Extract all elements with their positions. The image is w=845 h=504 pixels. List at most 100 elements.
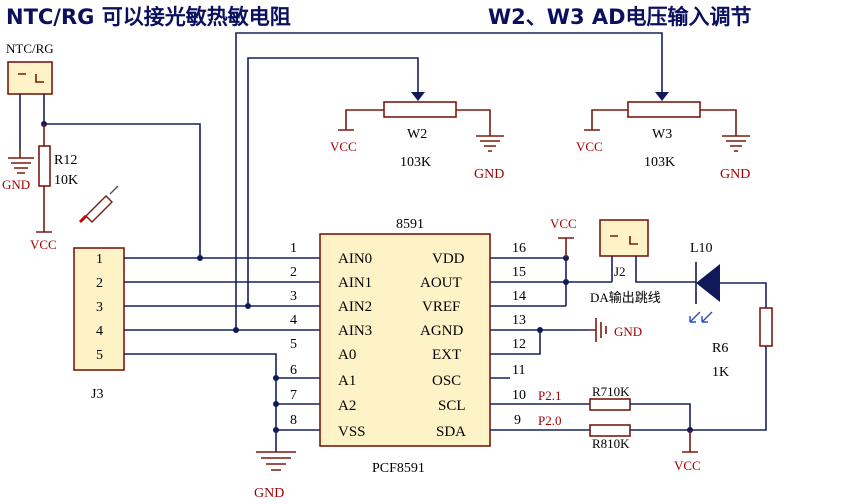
pin-name-ain3: AIN3 bbox=[338, 323, 372, 339]
led-name: L10 bbox=[690, 241, 713, 256]
p21-label: P2.1 bbox=[538, 388, 561, 403]
wire-w3-to-ain3 bbox=[235, 32, 663, 330]
ntc-ground-symbol bbox=[8, 150, 34, 174]
pin-name-scl: SCL bbox=[438, 398, 466, 414]
pin-num-15: 15 bbox=[512, 265, 526, 280]
w3-vcc-lead bbox=[584, 109, 628, 131]
wire-j2 bbox=[611, 256, 696, 283]
pin-name-vref: VREF bbox=[422, 299, 460, 315]
pin-name-aout: AOUT bbox=[420, 275, 462, 291]
r6-name: R6 bbox=[712, 341, 728, 356]
pullup-vcc-lead bbox=[682, 430, 698, 453]
chip-name: PCF8591 bbox=[372, 461, 425, 476]
da-jumper-label: DA输出跳线 bbox=[590, 290, 661, 305]
r6-resistor bbox=[759, 307, 773, 347]
pin-num-2: 2 bbox=[290, 265, 297, 280]
pin-name-osc: OSC bbox=[432, 373, 461, 389]
w2-gnd-label: GND bbox=[474, 167, 504, 182]
r12-resistor bbox=[38, 145, 51, 187]
pin-name-a1: A1 bbox=[338, 373, 356, 389]
pin-num-1: 1 bbox=[290, 241, 297, 256]
pin-num-7: 7 bbox=[290, 388, 297, 403]
w3-value: 103K bbox=[644, 155, 675, 170]
led-light-arrows-icon bbox=[689, 311, 713, 323]
j2-pins bbox=[610, 235, 638, 245]
w3-potentiometer bbox=[627, 101, 701, 118]
led-diode bbox=[696, 264, 720, 302]
pin-num-3: 3 bbox=[290, 289, 297, 304]
probe-icon bbox=[78, 185, 119, 224]
agnd-label: GND bbox=[614, 324, 642, 339]
pin-name-ain2: AIN2 bbox=[338, 299, 372, 315]
ntc-connector-label: NTC/RG bbox=[6, 41, 54, 56]
pin-name-vdd: VDD bbox=[432, 251, 465, 267]
pullup-vcc-label: VCC bbox=[674, 458, 701, 473]
pin-name-a0: A0 bbox=[338, 347, 356, 363]
pin-num-16: 16 bbox=[512, 241, 526, 256]
wire-pullups bbox=[630, 346, 767, 431]
pcf8591-chip bbox=[319, 233, 491, 447]
wire-i2c bbox=[490, 403, 590, 431]
pin-num-4: 4 bbox=[290, 313, 297, 328]
chip-ground-symbol bbox=[256, 451, 296, 471]
chip-gnd-label: GND bbox=[254, 486, 284, 501]
junction-aout bbox=[563, 279, 569, 285]
w3-wiper-arrow bbox=[655, 92, 669, 101]
j2-jumper bbox=[599, 219, 649, 257]
r6-value: 1K bbox=[712, 365, 729, 380]
j3-pin-1: 1 bbox=[96, 252, 103, 267]
chip-vcc-label: VCC bbox=[550, 216, 577, 231]
right-header: W2、W3 AD电压输入调节 bbox=[488, 5, 752, 29]
pin-num-5: 5 bbox=[290, 337, 297, 352]
pin-name-sda: SDA bbox=[436, 424, 466, 440]
junction-ain3 bbox=[233, 327, 239, 333]
pin-name-agnd: AGND bbox=[420, 323, 463, 339]
junction-ain0 bbox=[197, 255, 203, 261]
wire-led-r6 bbox=[720, 282, 767, 308]
r12-to-ain0-wire bbox=[44, 123, 201, 258]
pin-num-10: 10 bbox=[512, 388, 526, 403]
pin-num-11: 11 bbox=[512, 363, 525, 378]
r7-label: R710K bbox=[592, 384, 630, 399]
w2-wiper-arrow bbox=[411, 92, 425, 101]
pin-num-12: 12 bbox=[512, 337, 526, 352]
pin-num-13: 13 bbox=[512, 313, 526, 328]
agnd-ground-symbol bbox=[590, 318, 607, 342]
r12-vcc-label: VCC bbox=[30, 237, 57, 252]
pin-name-vss: VSS bbox=[338, 424, 366, 440]
w3-vcc-label: VCC bbox=[576, 139, 603, 154]
pin-num-9: 9 bbox=[514, 413, 521, 428]
ntc-gnd-label: GND bbox=[2, 177, 30, 192]
pin-num-14: 14 bbox=[512, 289, 526, 304]
junction-a2 bbox=[273, 401, 279, 407]
w2-gnd-lead bbox=[456, 109, 504, 152]
j3-pin-4: 4 bbox=[96, 324, 103, 339]
junction-agnd bbox=[537, 327, 543, 333]
w3-name: W3 bbox=[652, 127, 672, 142]
chip-part-label: 8591 bbox=[396, 217, 424, 232]
wire-right-power bbox=[490, 257, 612, 355]
r8-resistor bbox=[589, 424, 631, 437]
ntc-connector-pins bbox=[18, 73, 44, 83]
w2-potentiometer bbox=[383, 101, 457, 118]
j3-pin-2: 2 bbox=[96, 276, 103, 291]
w3-gnd-label: GND bbox=[720, 167, 750, 182]
wire-w2-to-ain2 bbox=[247, 57, 419, 306]
r12-vcc-lead bbox=[36, 186, 52, 233]
j3-pin-3: 3 bbox=[96, 300, 103, 315]
j3-pin-5: 5 bbox=[96, 348, 103, 363]
w2-vcc-label: VCC bbox=[330, 139, 357, 154]
w2-name: W2 bbox=[407, 127, 427, 142]
wire-address-pins bbox=[276, 377, 320, 405]
ntc-connector bbox=[7, 61, 53, 95]
chip-vcc-lead bbox=[558, 237, 574, 258]
pin-name-ain0: AIN0 bbox=[338, 251, 372, 267]
r8-label: R810K bbox=[592, 436, 630, 451]
r12-value: 10K bbox=[54, 173, 78, 188]
p20-label: P2.0 bbox=[538, 413, 561, 428]
pin-name-a2: A2 bbox=[338, 398, 356, 414]
r12-name: R12 bbox=[54, 153, 77, 168]
j3-connector bbox=[73, 247, 125, 371]
left-header: NTC/RG 可以接光敏热敏电阻 bbox=[6, 5, 291, 29]
